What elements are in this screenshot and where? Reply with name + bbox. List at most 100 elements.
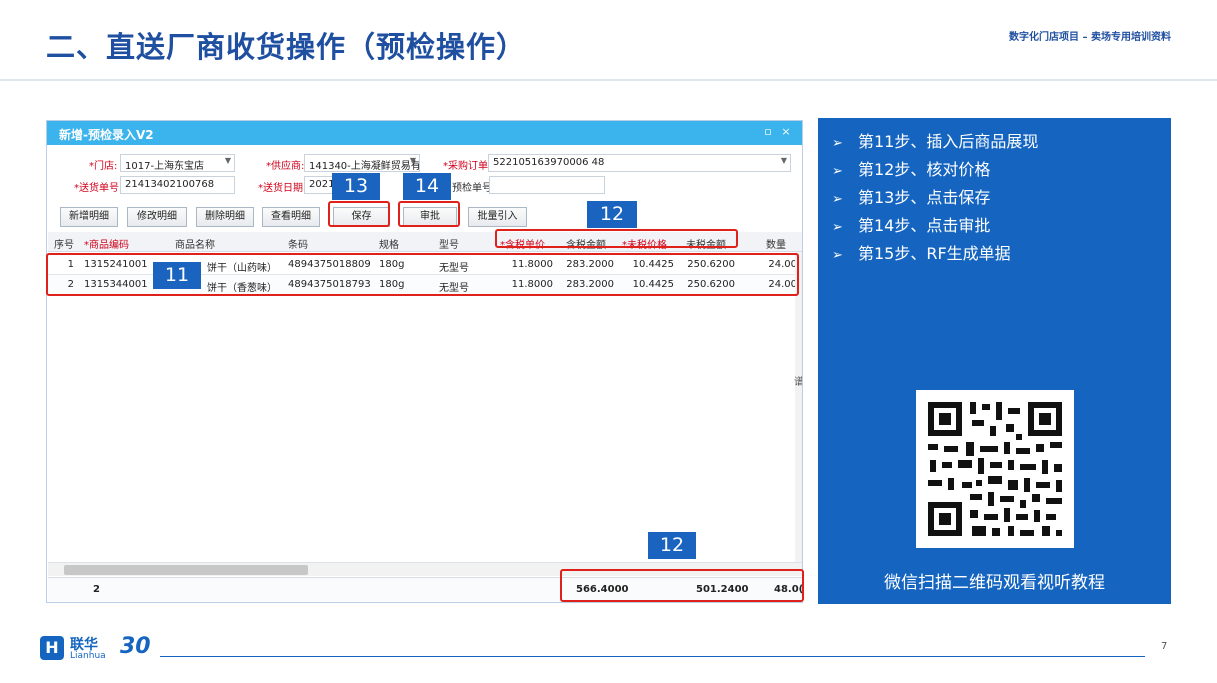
callout-11: 11 (153, 262, 201, 289)
footer-notax-total: 501.2400 (696, 584, 749, 595)
row-seq: 1 (67, 259, 74, 270)
callout-14: 14 (403, 173, 451, 200)
arrow-bullet-icon: ➢ (832, 164, 843, 179)
scrollbar-thumb[interactable] (64, 565, 308, 575)
row-code: 1315241001 (84, 259, 148, 270)
delivery-no-label: *送货单号: (74, 183, 123, 194)
vertical-scrollbar[interactable] (795, 252, 802, 562)
po-label: *采购订单: (443, 161, 492, 172)
row-notax-amount: 250.6200 (687, 279, 735, 290)
supplier-value: 141340-上海凝鲜贸易有限公司 (309, 161, 420, 172)
delivery-date-value: 2021- (309, 179, 338, 190)
delivery-date-label: *送货日期: (258, 183, 307, 194)
footer-divider (160, 656, 1145, 657)
chevron-down-icon: ▼ (780, 156, 787, 165)
footer-count: 2 (93, 584, 100, 595)
table-footer: 2 566.4000 501.2400 48.0( (48, 577, 803, 601)
chevron-down-icon: ▼ (409, 156, 416, 165)
row-barcode: 4894375018809 (288, 259, 371, 270)
clipped-text: 谱 (794, 377, 803, 388)
arrow-bullet-icon: ➢ (832, 248, 843, 263)
window-title: 新增-预检录入V2 (59, 128, 154, 142)
po-value: 522105163970006 48 (493, 157, 605, 168)
step-text: 第12步、核对价格 (858, 160, 991, 179)
qr-code (916, 390, 1074, 548)
col-qty[interactable]: 数量 (766, 240, 786, 251)
view-detail-button[interactable]: 查看明细 (262, 207, 320, 227)
row-name: 饼干（香葱味） (207, 283, 277, 294)
col-tax-amount[interactable]: 含税金额 (566, 240, 606, 251)
precheck-no-input[interactable] (489, 176, 605, 194)
edit-detail-button[interactable]: 修改明细 (127, 207, 187, 227)
arrow-bullet-icon: ➢ (832, 136, 843, 151)
row-tax-price: 11.8000 (511, 259, 553, 270)
header-divider (0, 79, 1217, 81)
supplier-select[interactable]: 141340-上海凝鲜贸易有限公司 ▼ (304, 154, 420, 172)
row-tax-amount: 283.2000 (566, 279, 614, 290)
table-row[interactable]: 1 1315241001 饼干（山药味） 4894375018809 180g … (48, 255, 802, 275)
footer-tax-total: 566.4000 (576, 584, 629, 595)
logo-cn: 联华 (70, 637, 98, 653)
step-item: ➢ 第12步、核对价格 (832, 156, 990, 180)
step-item: ➢ 第11步、插入后商品展现 (832, 128, 1038, 152)
row-qty: 24.00 (768, 259, 797, 270)
store-select[interactable]: 1017-上海东宝店 ▼ (120, 154, 235, 172)
row-name: 饼干（山药味） (207, 263, 277, 274)
col-seq[interactable]: 序号 (54, 240, 74, 251)
close-icon[interactable]: × (781, 125, 791, 138)
table-row[interactable]: 2 1315344001 饼干（香葱味） 4894375018793 180g … (48, 275, 802, 295)
col-code[interactable]: *商品编码 (84, 240, 129, 251)
row-spec: 180g (379, 259, 405, 270)
qr-caption: 微信扫描二维码观看视听教程 (884, 573, 1105, 593)
step-text: 第15步、RF生成单据 (858, 244, 1011, 263)
col-spec[interactable]: 规格 (379, 240, 399, 251)
col-model[interactable]: 型号 (439, 240, 459, 251)
arrow-bullet-icon: ➢ (832, 220, 843, 235)
delivery-no-value: 21413402100768 (125, 179, 215, 190)
delete-detail-button[interactable]: 删除明细 (196, 207, 254, 227)
step-item: ➢第13步、点击保存 (832, 184, 990, 208)
col-name[interactable]: 商品名称 (175, 240, 215, 251)
row-model: 无型号 (439, 263, 469, 274)
step-text: 第13步、点击保存 (858, 188, 991, 207)
col-barcode[interactable]: 条码 (288, 240, 308, 251)
col-tax-price[interactable]: *含税单价 (500, 240, 545, 251)
horizontal-scrollbar[interactable] (48, 562, 802, 576)
row-spec: 180g (379, 279, 405, 290)
delivery-no-input[interactable]: 21413402100768 (120, 176, 235, 194)
batch-import-button[interactable]: 批量引入 (468, 207, 527, 227)
logo-mark-icon: H (40, 636, 64, 660)
restore-icon[interactable]: ▫ (764, 125, 772, 138)
slide-title: 二、直送厂商收货操作（预检操作） (46, 30, 527, 64)
step-item: ➢ 第15步、RF生成单据 (832, 240, 1011, 264)
highlight-save (328, 201, 390, 227)
add-detail-button[interactable]: 新增明细 (60, 207, 118, 227)
col-notax-price[interactable]: *未税价格 (622, 240, 667, 251)
row-code: 1315344001 (84, 279, 148, 290)
precheck-entry-window: 新增-预检录入V2 ▫ × *门店: 1017-上海东宝店 ▼ *供应商: 14… (46, 120, 803, 603)
highlight-price-columns (495, 229, 738, 248)
delivery-date-input[interactable]: 2021- (304, 176, 338, 194)
chevron-down-icon: ▼ (224, 156, 231, 165)
slide-subtitle: 数字化门店项目 – 卖场专用培训资料 (1009, 32, 1171, 43)
qr-code-icon (928, 402, 1062, 536)
store-value: 1017-上海东宝店 (125, 161, 205, 172)
precheck-no-label: 预检单号: (452, 183, 496, 194)
footer-qty-total: 48.0( (774, 584, 803, 595)
steps-panel: ➢第11步、插入后商品展现 ➢第12步、核对价格 ➢第13步、点击保存 ➢第14… (818, 118, 1171, 604)
callout-12-top: 12 (587, 201, 637, 228)
row-seq: 2 (67, 279, 74, 290)
step-item: ➢第14步、点击审批 (832, 212, 990, 236)
callout-12-bottom: 12 (648, 532, 696, 559)
callout-13: 13 (332, 173, 380, 200)
step-text: 第11步、插入后商品展现 (858, 132, 1039, 151)
anniversary-30-icon: 30 (120, 634, 151, 659)
row-qty: 24.00 (768, 279, 797, 290)
row-notax-amount: 250.6200 (687, 259, 735, 270)
highlight-approve (398, 201, 460, 227)
row-tax-amount: 283.2000 (566, 259, 614, 270)
col-notax-amount[interactable]: 未税金额 (686, 240, 726, 251)
po-select[interactable]: 522105163970006 48 ▼ (488, 154, 791, 172)
logo-en: Lianhua (70, 651, 106, 661)
row-notax-price: 10.4425 (632, 279, 674, 290)
